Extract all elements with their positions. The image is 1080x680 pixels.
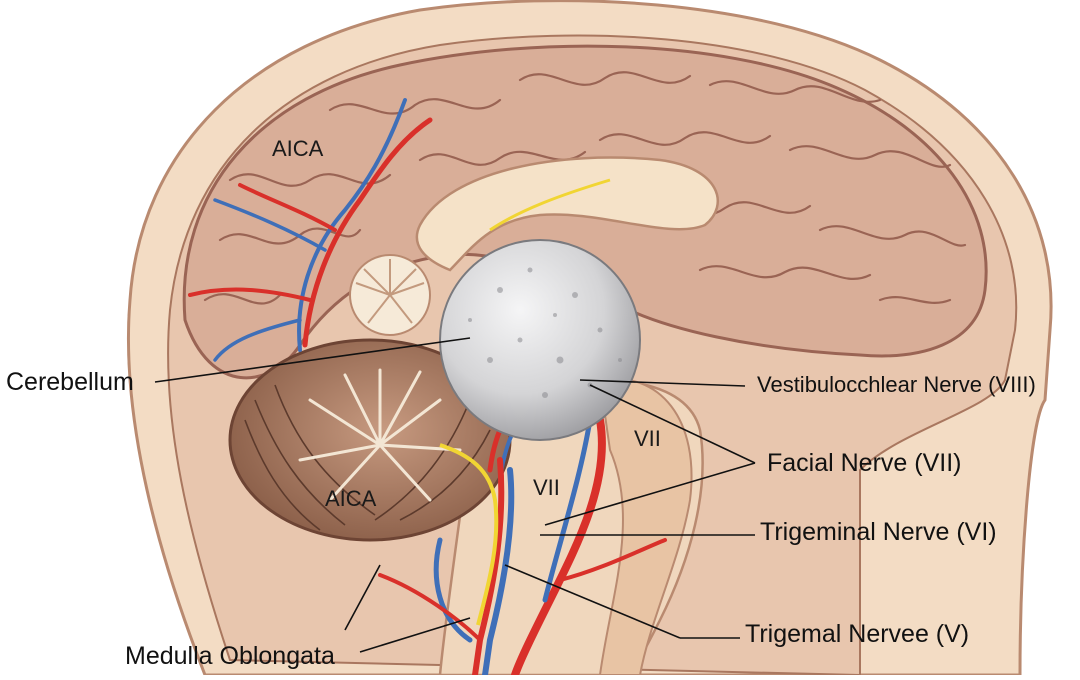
label-vestibulocochlear-nerve: Vestibulocchlear Nerve (VIII) (757, 372, 1036, 397)
leader-medulla (359, 617, 471, 653)
label-aica-top: AICA (272, 136, 324, 161)
leader-vestibulocochlear (579, 379, 746, 387)
nerve-path (439, 443, 499, 626)
nerve-upper (489, 178, 611, 232)
label-trigemal-nerve-v: Trigemal Nervee (V) (745, 620, 970, 648)
label-trigeminal-nerve-vi: Trigeminal Nerve (VI) (760, 518, 997, 546)
corpus-callosum (415, 156, 720, 272)
label-facial-nerve: Facial Nerve (VII) (767, 449, 962, 477)
leader-facial-a (589, 384, 756, 464)
leader-facial-b (544, 462, 756, 526)
label-medulla-oblongata: Medulla Oblongata (125, 642, 335, 670)
leader-lines (154, 337, 756, 653)
pons-ridge (598, 377, 693, 676)
pineal-structure (349, 254, 431, 336)
label-cerebellum: Cerebellum (6, 368, 134, 396)
cerebellum-folia (244, 384, 491, 531)
leader-trigemal-v-b (504, 564, 681, 639)
cerebrum-sulci (203, 71, 967, 305)
label-vii-brainstem: VII (533, 475, 560, 500)
tumor-mass (439, 239, 641, 441)
label-vii-pons: VII (634, 426, 661, 451)
leader-cerebellum (154, 337, 471, 383)
leader-medulla-b (344, 564, 381, 631)
label-aica-cerebellum: AICA (325, 486, 377, 511)
